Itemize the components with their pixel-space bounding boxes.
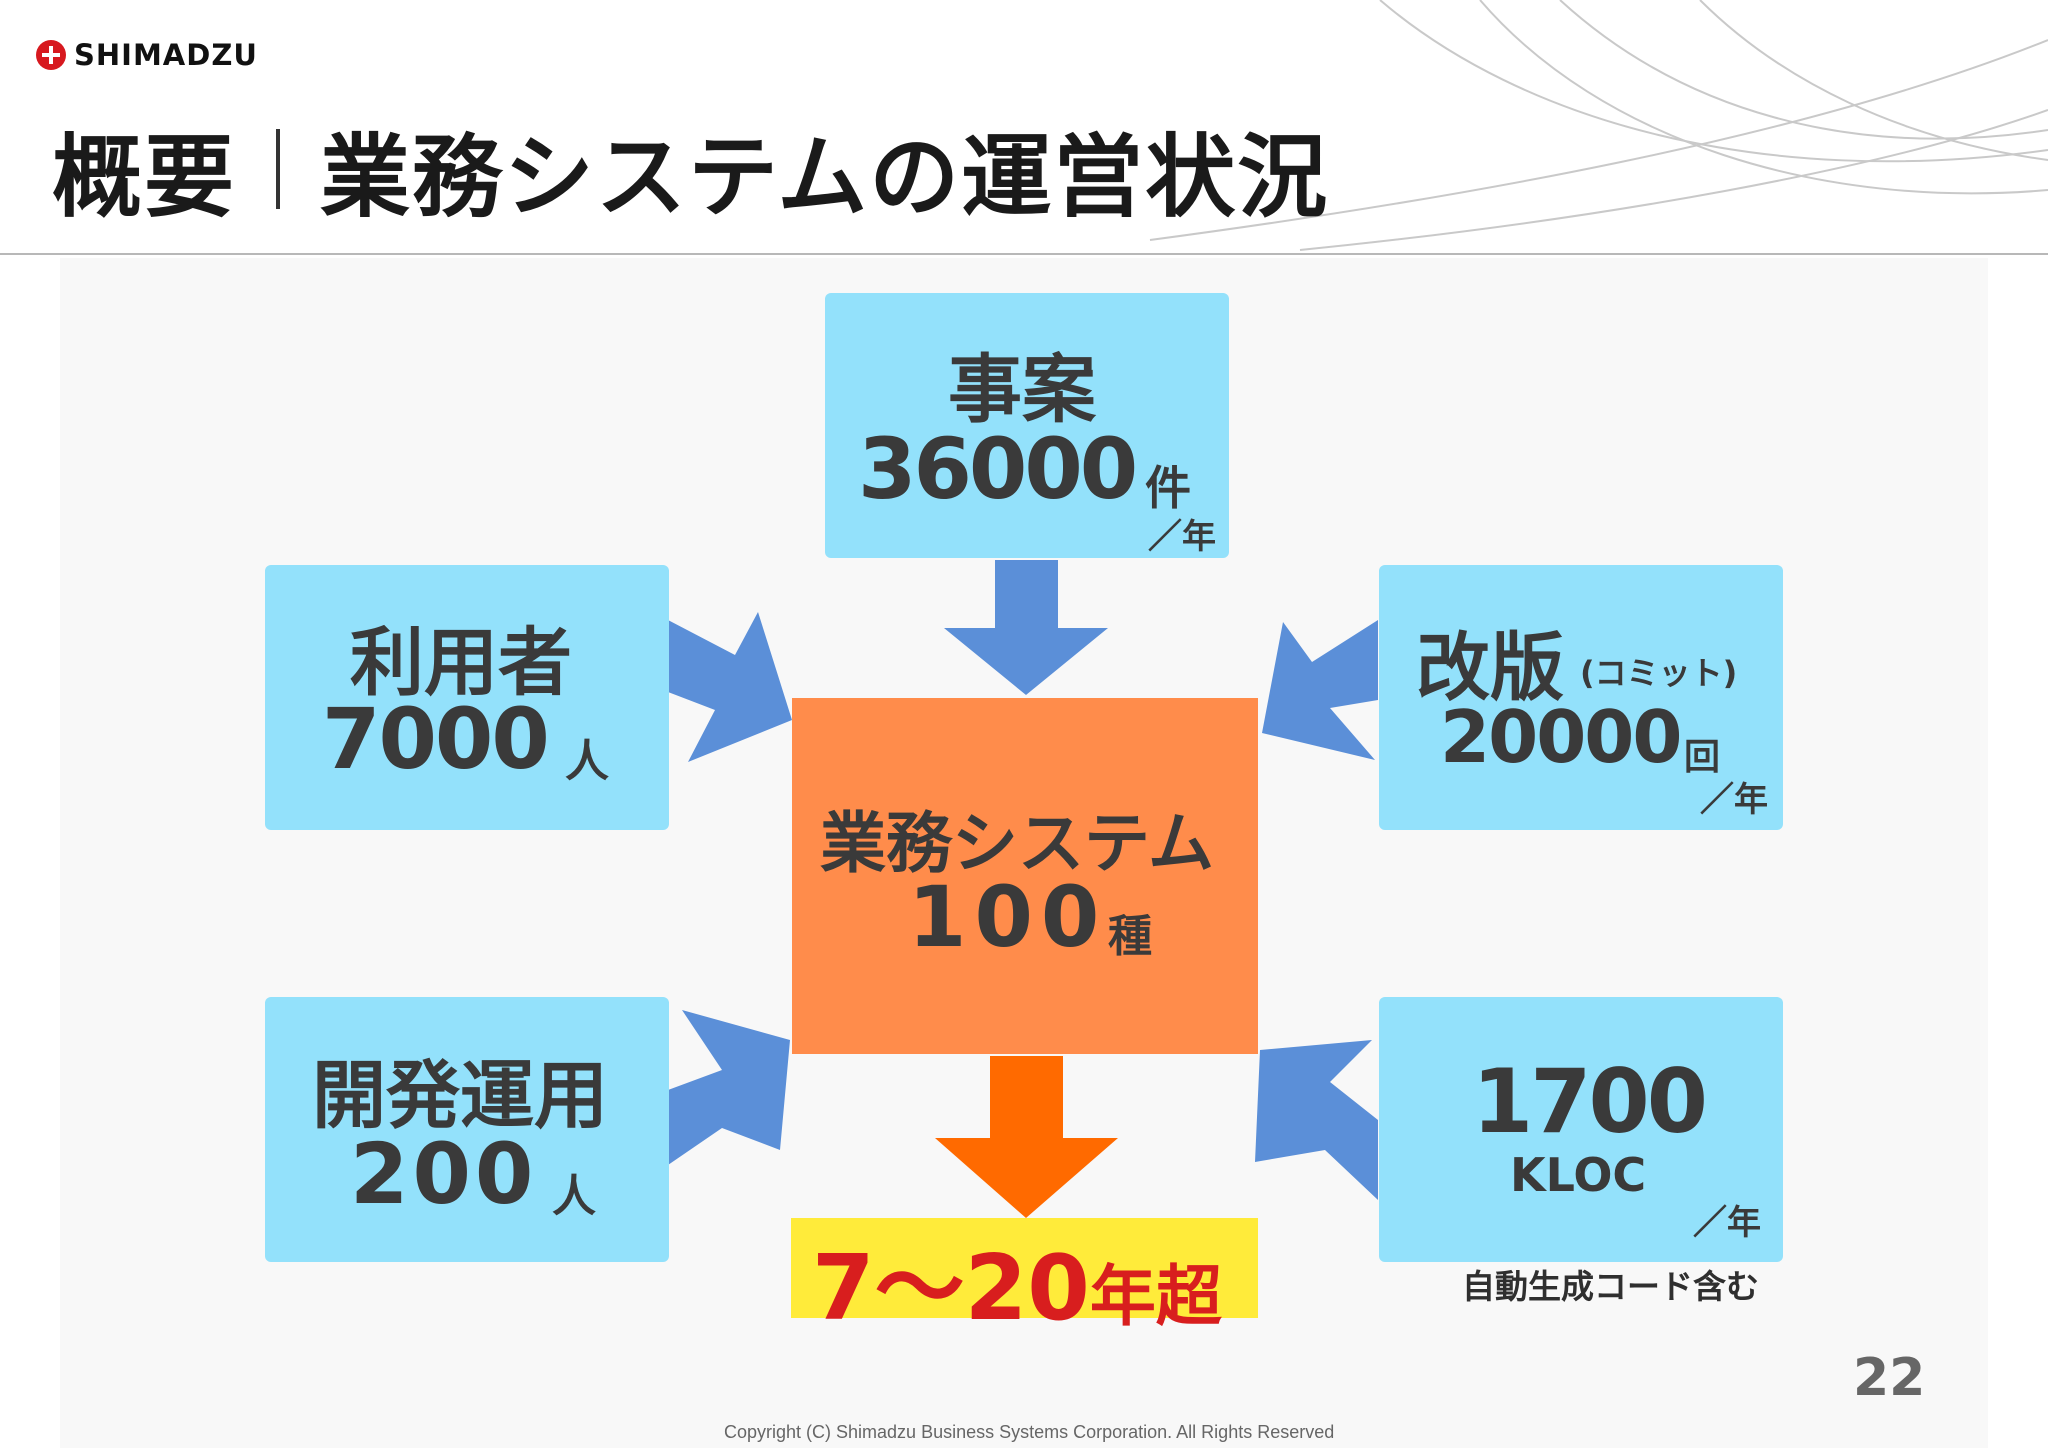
page-title: 概要 業務システムの運営状況 xyxy=(52,104,1329,234)
arrow-users-to-center xyxy=(668,612,792,762)
devops-value: 200 xyxy=(350,1125,538,1223)
revisions-box xyxy=(1379,565,1783,830)
users-box xyxy=(265,565,669,830)
logo-text: SHIMADZU xyxy=(74,38,258,72)
result-value: 7～20 xyxy=(812,1236,1090,1341)
users-unit: 人 xyxy=(565,736,609,787)
page-number: 22 xyxy=(1853,1348,1926,1408)
devops-label: 開発運用 xyxy=(312,1053,608,1139)
copyright: Copyright (C) Shimadzu Business Systems … xyxy=(724,1422,1335,1442)
title-sub: 業務システムの運営状況 xyxy=(320,125,1330,230)
arrow-revisions-to-center xyxy=(1262,620,1378,760)
shimadzu-mark-icon xyxy=(36,40,66,70)
business-system-box xyxy=(792,698,1258,1054)
shimadzu-logo: SHIMADZU xyxy=(36,38,258,72)
revisions-note: (コミット) xyxy=(1580,654,1738,692)
code-value: 1700 xyxy=(1472,1050,1708,1153)
footnote: 自動生成コード含む xyxy=(1462,1267,1759,1306)
center-label: 業務システム xyxy=(820,805,1215,882)
header-rule xyxy=(0,253,2048,255)
cases-unit: 件 xyxy=(1145,461,1191,515)
title-separator xyxy=(276,129,280,209)
code-per: ／年 xyxy=(1693,1203,1761,1243)
cases-per: ／年 xyxy=(1148,517,1216,557)
revisions-unit: 回 xyxy=(1684,737,1721,778)
users-value: 7000 xyxy=(322,690,550,788)
cases-box xyxy=(825,293,1229,558)
devops-box xyxy=(265,997,669,1262)
revisions-label: 改版 xyxy=(1416,625,1564,711)
title-main: 概要 xyxy=(52,125,236,230)
code-box xyxy=(1379,997,1783,1262)
revisions-per: ／年 xyxy=(1700,780,1768,820)
result-background xyxy=(791,1218,1258,1318)
arrow-devops-to-center xyxy=(668,1010,790,1165)
result-suffix: 年超 xyxy=(1089,1258,1222,1335)
cases-value: 36000 xyxy=(858,420,1138,518)
center-unit: 種 xyxy=(1108,911,1152,962)
users-label: 利用者 xyxy=(350,620,572,706)
result-text: 7～20年超 xyxy=(812,1215,1222,1345)
arrow-center-to-result xyxy=(935,1056,1118,1218)
cases-label: 事案 xyxy=(948,347,1096,433)
arrow-code-to-center xyxy=(1255,1040,1378,1200)
devops-unit: 人 xyxy=(552,1171,596,1222)
arrow-cases-to-center xyxy=(944,560,1108,695)
center-value: 100 xyxy=(908,868,1108,966)
code-unit: KLOC xyxy=(1510,1148,1647,1202)
revisions-value: 20000 xyxy=(1440,695,1682,779)
decorative-curves xyxy=(1149,0,2048,251)
